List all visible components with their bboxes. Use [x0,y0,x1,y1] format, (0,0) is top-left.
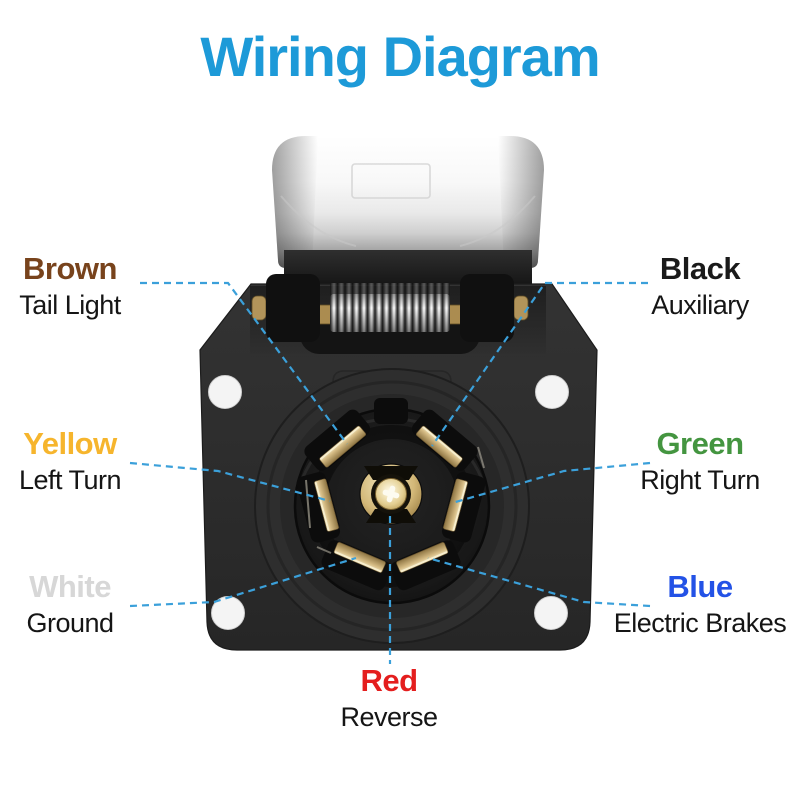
lid-face [272,136,544,268]
wire-function-reverse: Reverse [340,702,438,732]
wire-function-reverse-brakes: Electric Brakes [613,608,787,638]
wire-color-yellow: Yellow [23,426,117,461]
leader-line-green [451,461,651,505]
lid-emboss [351,163,431,199]
lid-hinge [251,274,529,354]
wire-label-green: Green Right Turn [600,428,800,494]
leader-line-brown [140,281,348,445]
boss-notch-top [364,466,418,480]
connector-lid [272,136,544,286]
wire-color-blue: Blue [667,569,733,604]
wire-color-red: Red [360,663,418,698]
leader-lines [129,281,651,664]
mounting-hole-top-right [535,375,569,409]
pin-reverse-center [359,463,423,525]
wire-function-tail-light: Tail Light [19,290,121,320]
hinge-block-right [460,274,514,342]
hinge-block-left [266,274,320,342]
leader-line-white [129,556,357,608]
spring-coil-shade [330,294,450,332]
socket [254,368,530,644]
leader-line-blue [427,556,651,608]
wire-color-green: Green [656,426,744,461]
wire-color-white: White [29,569,111,604]
collar-groove [266,380,518,632]
screw-cross-glint [382,485,400,503]
lid-shade-left [272,136,318,268]
wire-label-blue: Blue Electric Brakes [600,571,800,637]
wire-function-auxiliary: Auxiliary [651,290,749,320]
spring-coil-top-shade [330,283,450,297]
bore-index-notch [374,398,408,424]
wire-label-red: Red Reverse [289,665,489,731]
leader-line-black [431,281,648,447]
wire-function-right-turn: Right Turn [640,465,760,495]
reflection-sliver-bottom-left [316,546,332,554]
spring-coil-top [330,283,450,297]
wire-label-yellow: Yellow Left Turn [6,428,134,494]
page-title: Wiring Diagram [200,25,600,88]
wire-function-ground: Ground [26,608,114,638]
mounting-hole-top-left [208,375,242,409]
wire-color-black: Black [659,251,741,286]
wire-label-black: Black Auxiliary [600,253,800,319]
reflection-sliver-left [305,479,311,529]
lid-shade-right [498,136,544,268]
hinge-spring [330,283,450,332]
reflection-sliver-right [477,446,485,469]
lid-arc-left [280,195,357,247]
mounting-hole-bottom-right [534,596,568,630]
wire-label-brown: Brown Tail Light [6,253,134,319]
leader-line-yellow [129,461,331,503]
wire-color-brown: Brown [23,251,117,286]
mounting-hole-bottom-left [211,596,245,630]
wire-label-white: White Ground [6,571,134,637]
wire-function-left-turn: Left Turn [18,465,122,495]
hinge-pin-cap-left [251,295,267,321]
lid-arc-right [459,195,536,247]
